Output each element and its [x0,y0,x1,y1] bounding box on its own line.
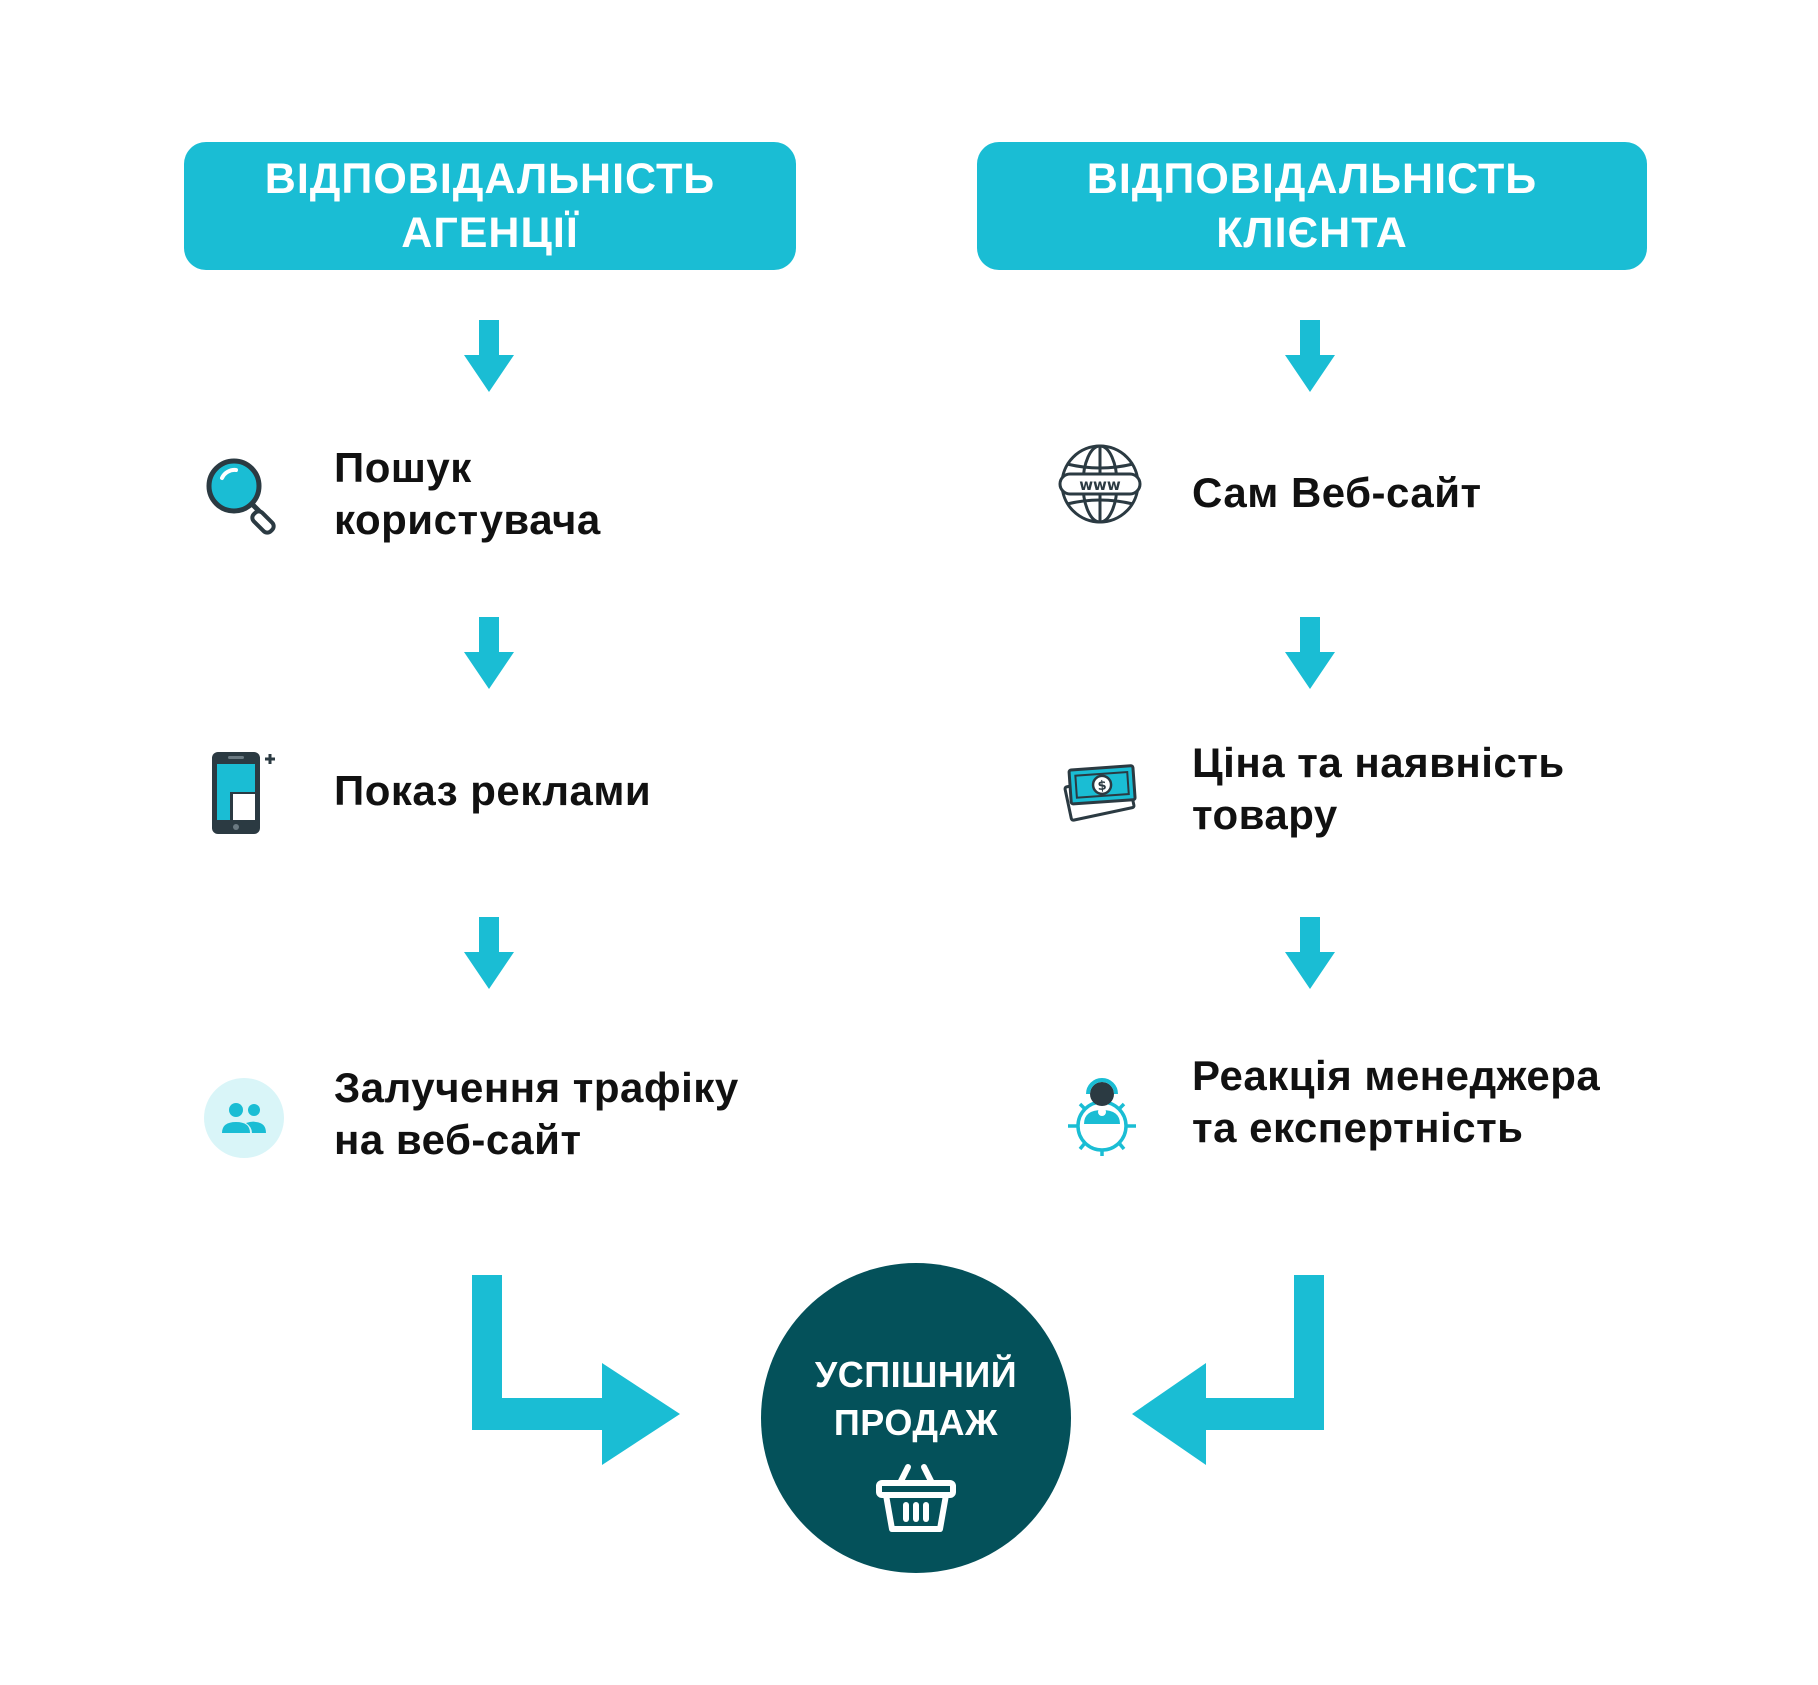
agency-header: ВІДПОВІДАЛЬНІСТЬ АГЕНЦІЇ [184,142,796,270]
down-arrow-icon [1285,617,1335,689]
step-line: Показ реклами [334,767,652,814]
agency-step-search: Пошук користувача [334,442,601,546]
users-icon [204,1078,284,1158]
step-line: користувача [334,496,601,543]
smartphone-ad-icon [212,752,275,834]
result-title-line: ПРОДАЖ [833,1402,999,1443]
client-header: ВІДПОВІДАЛЬНІСТЬ КЛІЄНТА [977,142,1647,270]
step-line: Ціна та наявність [1192,739,1565,786]
step-line: Залучення трафіку [334,1064,739,1111]
step-line: товару [1192,791,1338,838]
magnifier-icon [206,458,276,535]
client-step-manager: Реакція менеджера та експертність [1192,1050,1600,1154]
agency-header-line-1: ВІДПОВІДАЛЬНІСТЬ [264,155,716,203]
down-arrow-icon [464,617,514,689]
client-header-line-1: ВІДПОВІДАЛЬНІСТЬ [1086,155,1538,203]
svg-text:$: $ [1097,779,1107,795]
bent-arrow-left [1132,1275,1324,1465]
step-line: на веб-сайт [334,1116,582,1163]
support-manager-icon [1068,1078,1136,1156]
result-title-line: УСПІШНИЙ [814,1354,1018,1395]
result-title: УСПІШНИЙ ПРОДАЖ [815,1351,1017,1447]
step-line: та експертність [1192,1104,1524,1151]
money-icon: $ [1063,764,1137,822]
down-arrow-icon [1285,917,1335,989]
shopping-basket-icon [876,1464,956,1532]
down-arrow-icon [1285,320,1335,392]
client-step-price: Ціна та наявність товару [1192,737,1565,841]
globe-www-icon: www [1058,444,1142,524]
step-line: Сам Веб-сайт [1192,469,1482,516]
down-arrow-icon [464,917,514,989]
step-line: Пошук [334,444,472,491]
agency-header-line-2: АГЕНЦІЇ [401,209,579,257]
down-arrow-icon [464,320,514,392]
step-line: Реакція менеджера [1192,1052,1601,1099]
client-header-line-2: КЛІЄНТА [1216,209,1408,257]
client-step-website: Сам Веб-сайт [1192,467,1482,519]
bent-arrow-right [472,1275,680,1465]
svg-text:www: www [1079,476,1121,494]
agency-step-ad: Показ реклами [334,765,651,817]
result-circle: УСПІШНИЙ ПРОДАЖ [761,1263,1071,1573]
agency-step-traffic: Залучення трафіку на веб-сайт [334,1062,739,1166]
